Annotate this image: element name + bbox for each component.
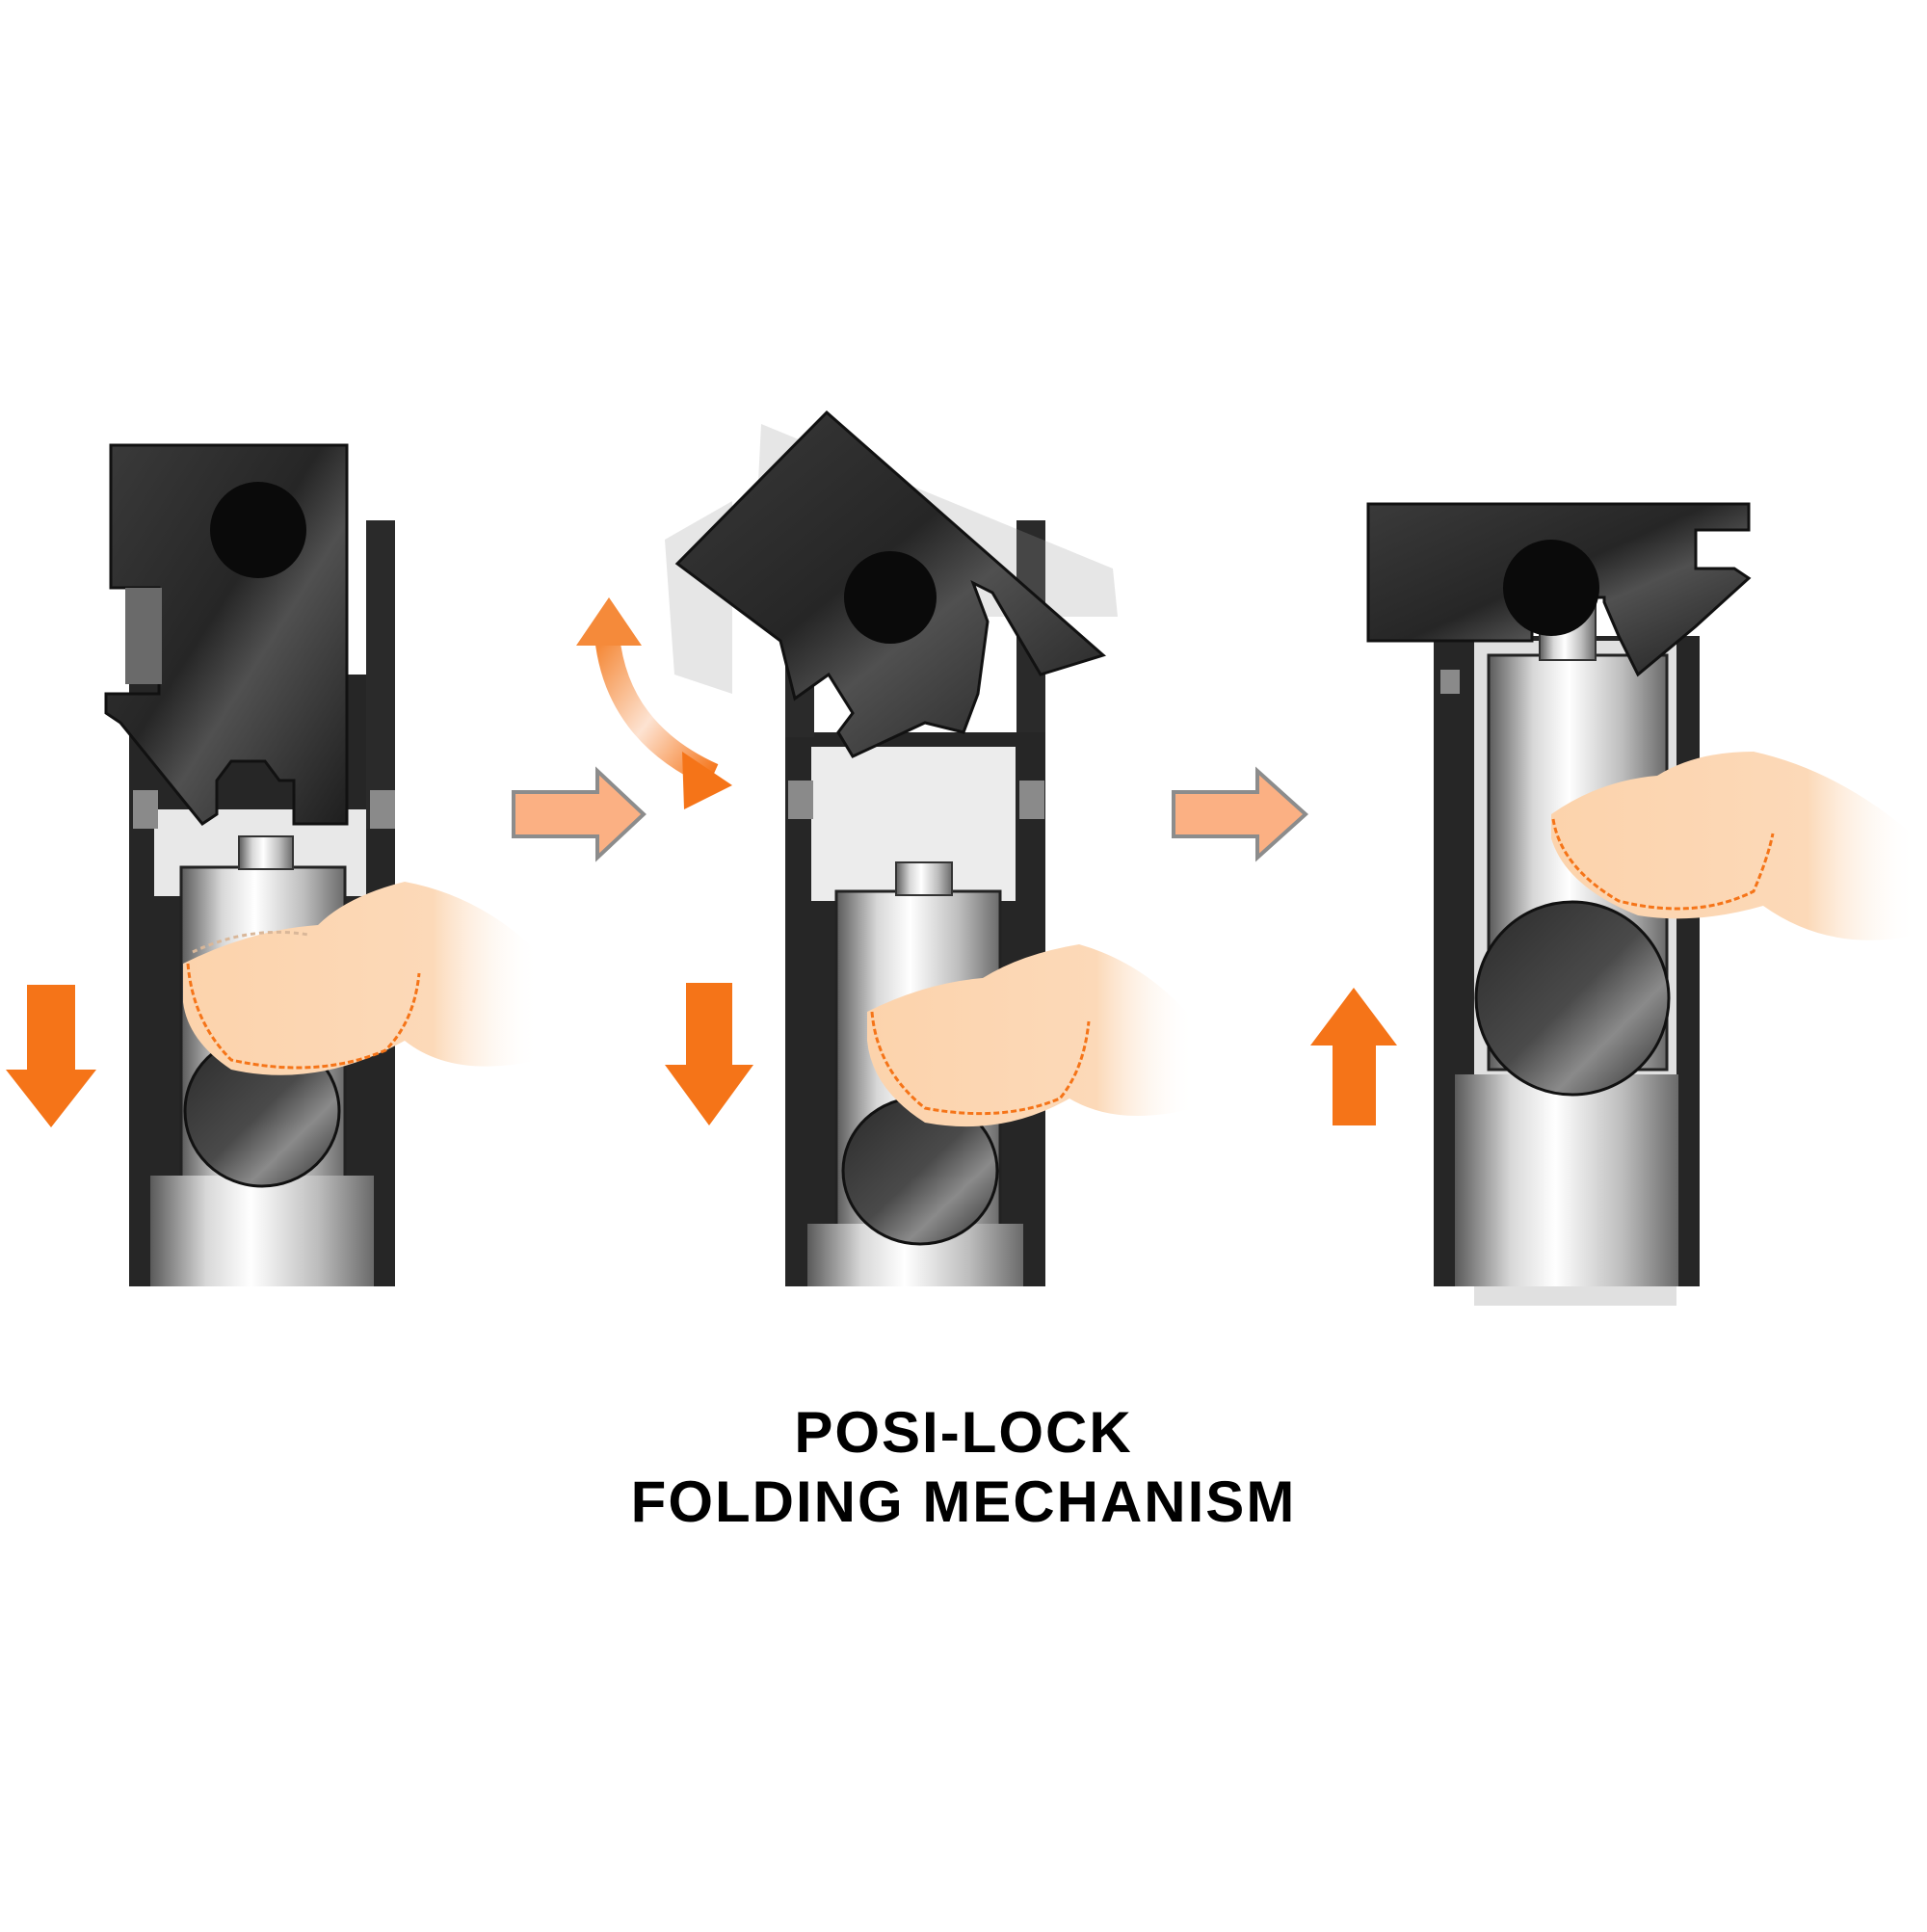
- lock-pin: [895, 861, 953, 896]
- panel-2-folding: [576, 410, 1195, 1286]
- hand: [867, 944, 1195, 1127]
- caption-title-line1: POSI-LOCK: [794, 1400, 1133, 1465]
- hinge-hole: [844, 551, 937, 644]
- arrow-up-icon: [1310, 988, 1397, 1125]
- arrow-down-icon: [665, 983, 753, 1125]
- hand: [1551, 752, 1917, 940]
- arrow-right-icon: [1172, 766, 1308, 862]
- caption-title-line2: FOLDING MECHANISM: [630, 1469, 1297, 1534]
- hand: [183, 882, 540, 1075]
- lock-pin: [238, 835, 294, 870]
- hinge-hole: [210, 482, 306, 578]
- hinge-hole: [1503, 540, 1599, 636]
- arrow-down-icon: [6, 985, 96, 1127]
- panel-3-locked-open: [1310, 502, 1917, 1306]
- panel-1-locked: [6, 443, 540, 1286]
- latch-bar: [366, 520, 395, 829]
- arrow-right-icon: [512, 766, 647, 862]
- ball-bearing: [1474, 900, 1671, 1097]
